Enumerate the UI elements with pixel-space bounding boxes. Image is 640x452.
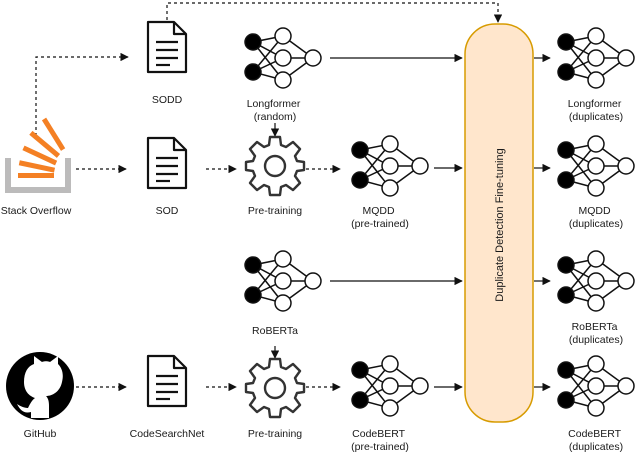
out-roberta-label: RoBERTa (duplicates) [569, 321, 623, 346]
longformer-state: (random) [254, 111, 297, 123]
out-longformer-state: (duplicates) [569, 111, 623, 123]
out-mqdd-network-icon [557, 135, 635, 197]
out-roberta-state: (duplicates) [569, 334, 623, 346]
out-mqdd-state: (duplicates) [569, 218, 623, 230]
roberta-label: RoBERTa [252, 325, 298, 337]
codesearchnet-label: CodeSearchNet [130, 428, 205, 440]
stackoverflow-icon [5, 117, 71, 193]
pretraining-2-label: Pre-training [248, 428, 302, 440]
github-icon [6, 352, 74, 420]
longformer-label: Longformer (random) [247, 98, 304, 123]
out-codebert-network-icon [557, 355, 635, 417]
edge-so-to-sodd [35, 52, 129, 136]
out-codebert-name: CodeBERT [568, 428, 622, 440]
mqdd-name: MQDD [362, 205, 394, 217]
codesearchnet-document-icon [146, 354, 188, 408]
mqdd-label: MQDD (pre-trained) [351, 205, 409, 230]
out-codebert-label: CodeBERT (duplicates) [568, 428, 624, 452]
mqdd-network-icon [351, 135, 429, 197]
edges [35, 2, 551, 392]
mqdd-state: (pre-trained) [351, 218, 409, 230]
sodd-document-icon [146, 20, 188, 74]
longformer-network-icon [244, 27, 322, 89]
out-mqdd-label: MQDD (duplicates) [569, 205, 623, 230]
roberta-network-icon [244, 250, 322, 312]
out-mqdd-name: MQDD [578, 205, 610, 217]
out-roberta-network-icon [557, 250, 635, 312]
sod-label: SOD [156, 205, 179, 217]
edge-sodd-to-finetune [166, 2, 503, 23]
sodd-label: SODD [152, 94, 183, 106]
pretraining-2-gear-icon [244, 357, 306, 419]
codebert-name: CodeBERT [352, 428, 406, 440]
out-longformer-network-icon [557, 27, 635, 89]
longformer-name: Longformer [247, 98, 301, 110]
finetune-label: Duplicate Detection Fine-tuning [494, 148, 506, 301]
out-longformer-label: Longformer (duplicates) [568, 98, 625, 123]
out-roberta-name: RoBERTa [572, 321, 618, 333]
stackoverflow-label: Stack Overflow [1, 205, 72, 217]
out-longformer-name: Longformer [568, 98, 622, 110]
codebert-network-icon [351, 355, 429, 417]
codebert-label: CodeBERT (pre-trained) [351, 428, 409, 452]
out-codebert-state: (duplicates) [569, 441, 623, 452]
github-label: GitHub [24, 428, 57, 440]
pretraining-1-label: Pre-training [248, 205, 302, 217]
codebert-state: (pre-trained) [351, 441, 409, 452]
pretraining-1-gear-icon [244, 135, 306, 197]
sod-document-icon [146, 136, 188, 190]
finetune-pill [464, 23, 534, 423]
finetune-block: Duplicate Detection Fine-tuning [464, 23, 534, 423]
